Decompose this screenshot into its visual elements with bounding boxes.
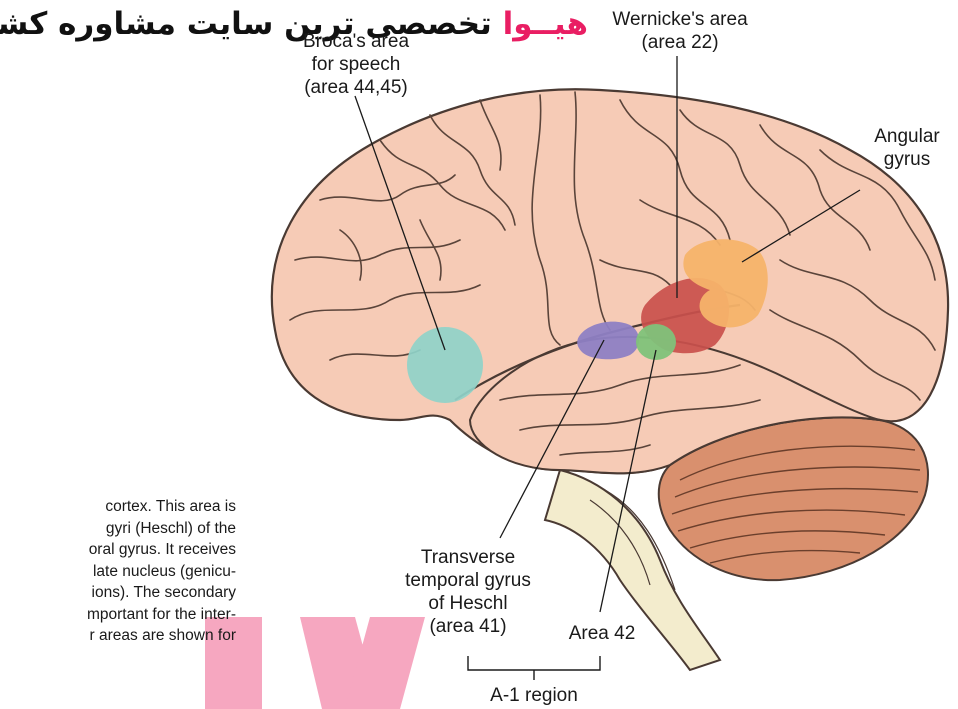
area-42-region xyxy=(636,324,676,360)
label-transverse-temporal-gyrus: Transverse temporal gyrus of Heschl (are… xyxy=(398,546,538,638)
label-wernicke-area: Wernicke's area (area 22) xyxy=(600,8,760,54)
watermark-brand: هیــوا xyxy=(503,6,588,42)
label-area-42: Area 42 xyxy=(552,622,652,645)
broca-area-region xyxy=(407,327,483,403)
watermark-bars xyxy=(205,617,425,709)
a1-region-bracket xyxy=(468,656,600,680)
body-text: cortex. This area is gyri (Heschl) of th… xyxy=(0,496,236,647)
label-broca-area: Broca's area for speech (area 44,45) xyxy=(286,30,426,99)
label-a1-region: A-1 region xyxy=(474,684,594,707)
label-angular-gyrus: Angular gyrus xyxy=(862,125,952,171)
